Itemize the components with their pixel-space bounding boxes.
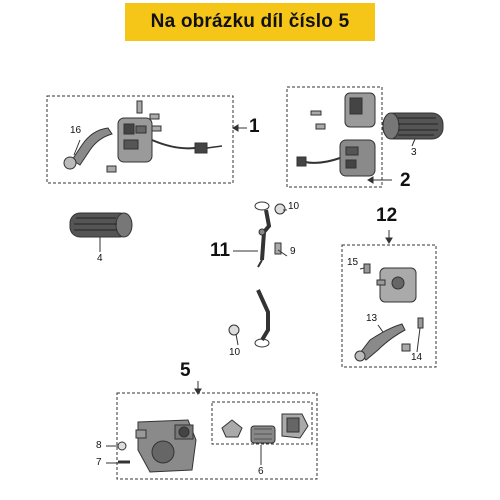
group-box-5 <box>116 392 318 480</box>
callout-13: 13 <box>366 313 378 324</box>
switch-assembly-right <box>296 92 376 177</box>
page-title: Na obrázku díl číslo 5 <box>150 11 350 32</box>
grip-left <box>69 212 133 238</box>
callout-10-top: 10 <box>288 201 300 212</box>
switch-assembly-left <box>63 100 223 173</box>
callout-2: 2 <box>400 170 411 191</box>
brake-caliper <box>117 419 197 473</box>
callout-16: 16 <box>70 125 82 136</box>
leader-lines <box>73 124 421 465</box>
brake-pads <box>221 413 309 444</box>
callout-1: 1 <box>249 116 260 137</box>
callout-15: 15 <box>347 257 359 268</box>
callout-12: 12 <box>376 205 398 226</box>
callout-9: 9 <box>290 246 296 257</box>
callout-4: 4 <box>97 253 103 264</box>
callout-14: 14 <box>411 352 423 363</box>
grip-right <box>382 112 444 140</box>
callout-8: 8 <box>96 440 102 451</box>
callout-7: 7 <box>96 457 102 468</box>
brake-hose-assembly <box>228 201 286 348</box>
group-box-2 <box>286 86 383 188</box>
group-box-6 <box>211 401 313 445</box>
group-box-12 <box>341 244 437 368</box>
brake-lever-assembly <box>354 263 424 362</box>
callout-11: 11 <box>210 240 231 261</box>
callout-10-bottom: 10 <box>229 347 241 358</box>
callout-3: 3 <box>411 147 417 158</box>
callout-6: 6 <box>258 466 264 477</box>
title-banner: Na obrázku díl číslo 5 <box>125 3 375 41</box>
callout-5: 5 <box>180 360 191 381</box>
group-box-1 <box>46 95 234 184</box>
